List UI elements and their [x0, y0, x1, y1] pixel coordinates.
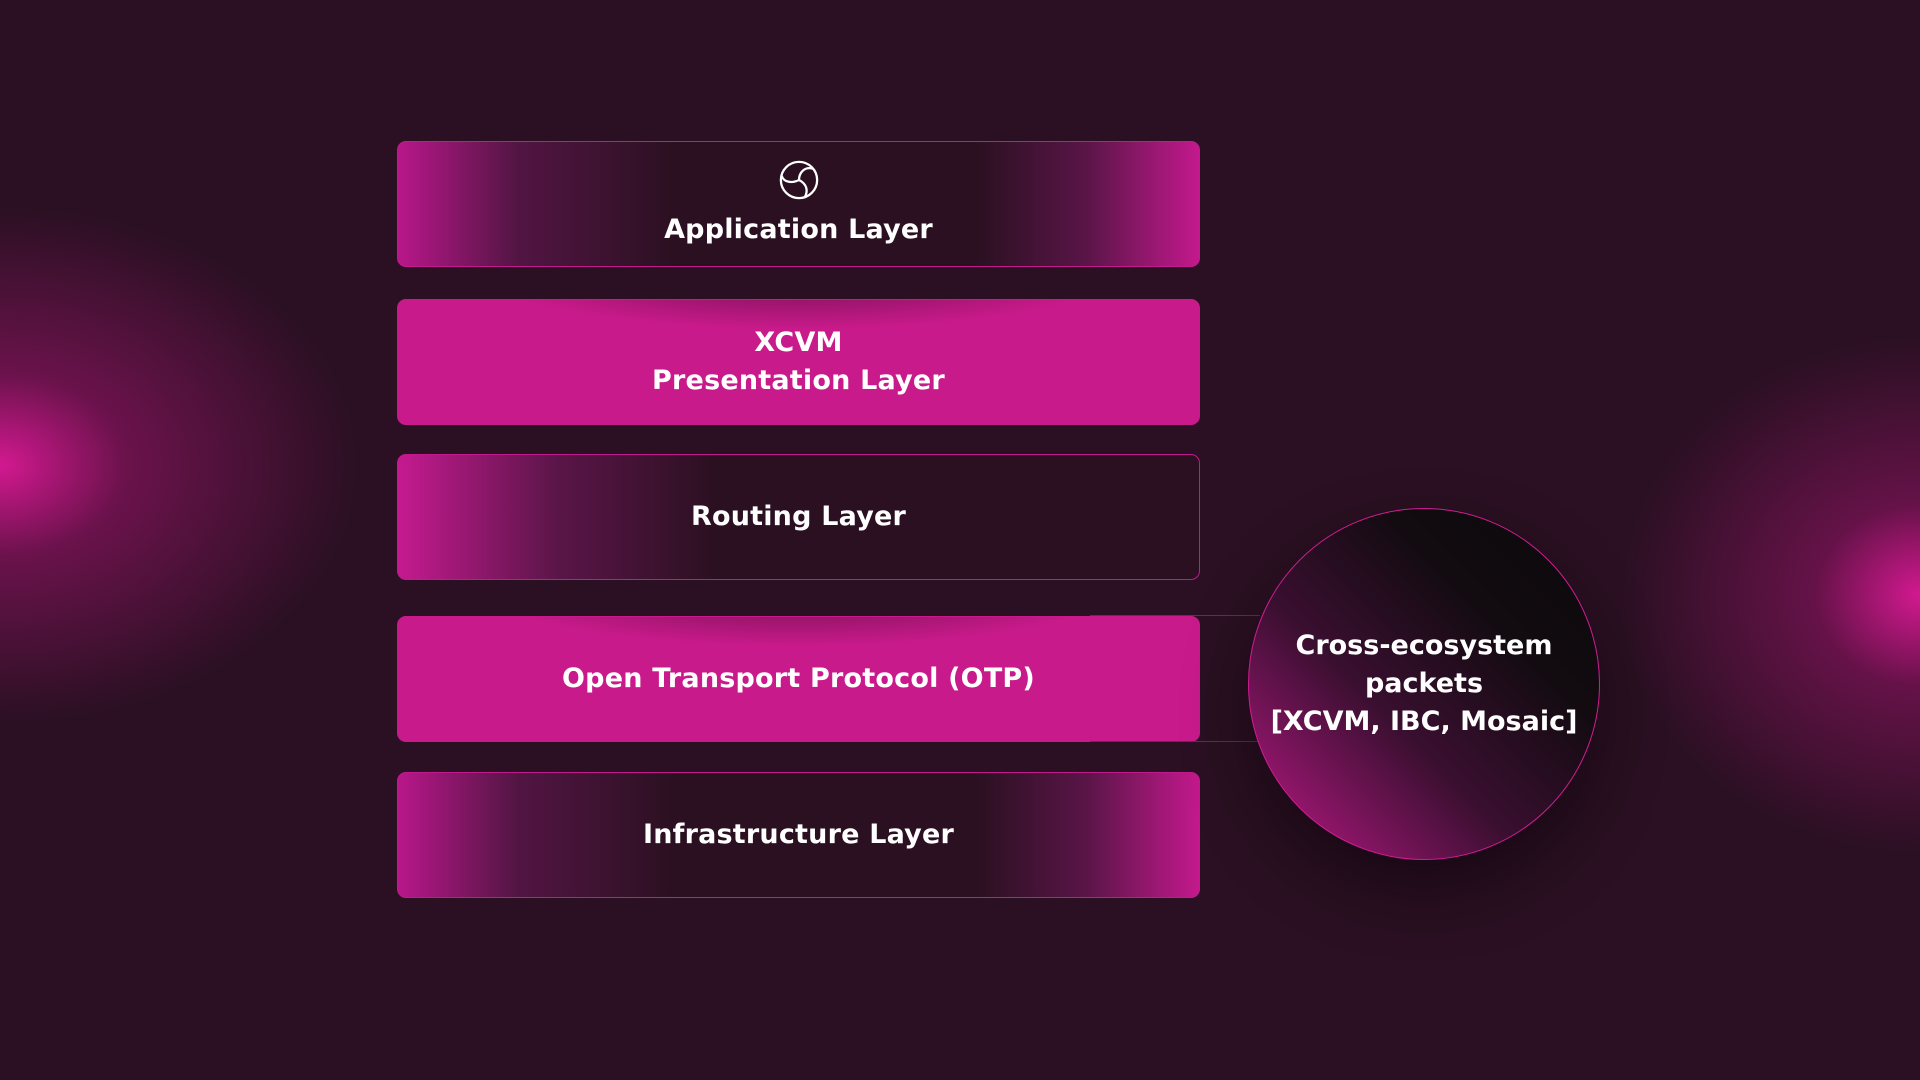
packets-label-line1: Cross-ecosystem [1295, 630, 1553, 661]
packets-label-line3: [XCVM, IBC, Mosaic] [1270, 706, 1578, 737]
routing-layer-label: Routing Layer [690, 501, 907, 532]
connector-line-bottom [1090, 741, 1260, 742]
application-layer: Application Layer [397, 141, 1200, 267]
infrastructure-layer: Infrastructure Layer [397, 772, 1200, 898]
composable-logo-icon [779, 160, 818, 200]
presentation-layer: XCVM Presentation Layer [397, 299, 1200, 425]
otp-layer-label: Open Transport Protocol (OTP) [562, 663, 1035, 694]
otp-layer: Open Transport Protocol (OTP) [397, 616, 1200, 742]
routing-layer: Routing Layer [397, 454, 1200, 580]
packets-label-line2: packets [1364, 668, 1484, 699]
connector-line-top [1090, 615, 1260, 616]
infrastructure-layer-label: Infrastructure Layer [642, 819, 955, 850]
cross-ecosystem-packets-circle: Cross-ecosystem packets [XCVM, IBC, Mosa… [1248, 508, 1600, 860]
application-layer-label: Application Layer [664, 214, 933, 245]
presentation-layer-label: Presentation Layer [652, 365, 945, 396]
packets-label: Cross-ecosystem packets [XCVM, IBC, Mosa… [1271, 627, 1578, 741]
presentation-layer-title: XCVM [754, 327, 843, 358]
